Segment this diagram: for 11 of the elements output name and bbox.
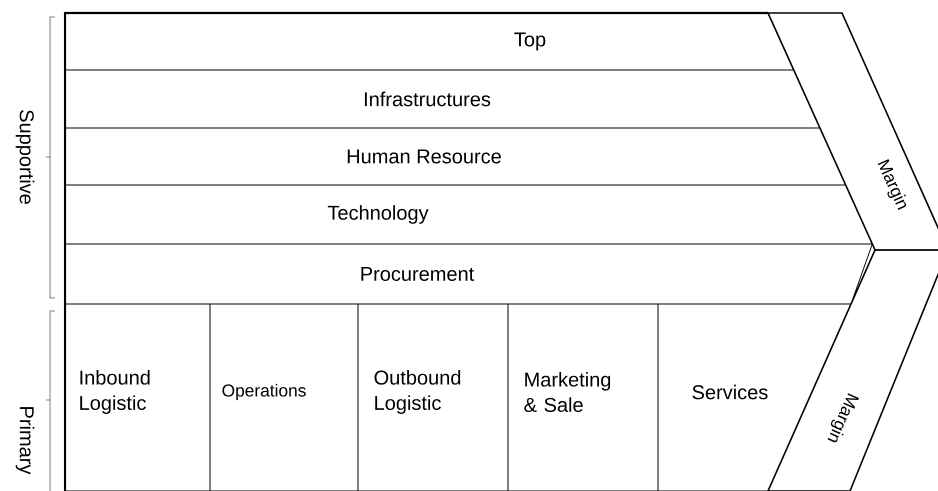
support-activity-band: Infrastructures xyxy=(64,70,821,128)
primary-activity-cell: Marketing & Sale xyxy=(508,304,658,491)
group-label: Supportive xyxy=(16,110,34,204)
support-activity-band: Procurement xyxy=(64,244,873,304)
support-activity-band: Human Resource xyxy=(64,128,846,186)
primary-activity-cell: Inbound Logistic xyxy=(64,304,210,491)
support-activity-band: Top xyxy=(64,12,794,70)
support-activity-band: Technology xyxy=(64,184,874,244)
primary-activity-cell: Outbound Logistic xyxy=(358,304,508,491)
primary-activity-cell: Operations xyxy=(210,304,358,491)
group-label: Primary xyxy=(16,407,34,474)
